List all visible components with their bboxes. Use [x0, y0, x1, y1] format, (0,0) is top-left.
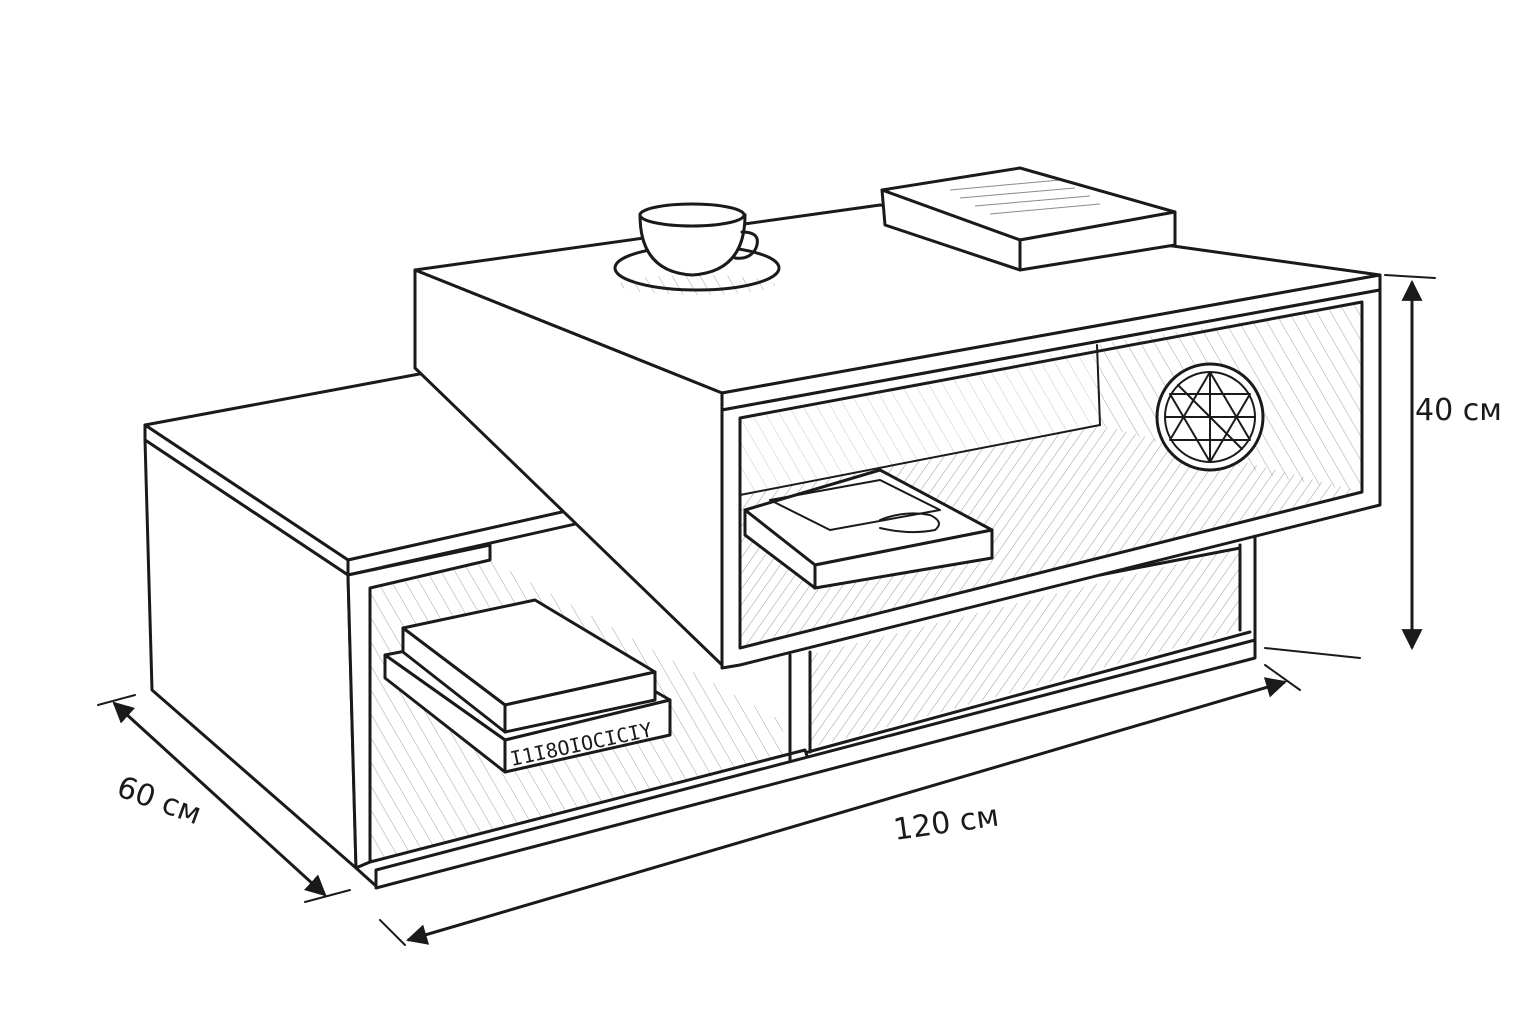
coffee-cup-icon	[613, 202, 781, 295]
depth-dimension-label: 60 см	[112, 770, 206, 833]
dimension-lines	[97, 274, 1436, 946]
book-top-icon	[880, 166, 1177, 272]
decorative-ball-icon	[1155, 362, 1265, 472]
height-dimension-label: 40 см	[1415, 393, 1502, 428]
book-shelf-icon	[743, 468, 994, 590]
width-dimension-label: 120 см	[891, 799, 1001, 848]
